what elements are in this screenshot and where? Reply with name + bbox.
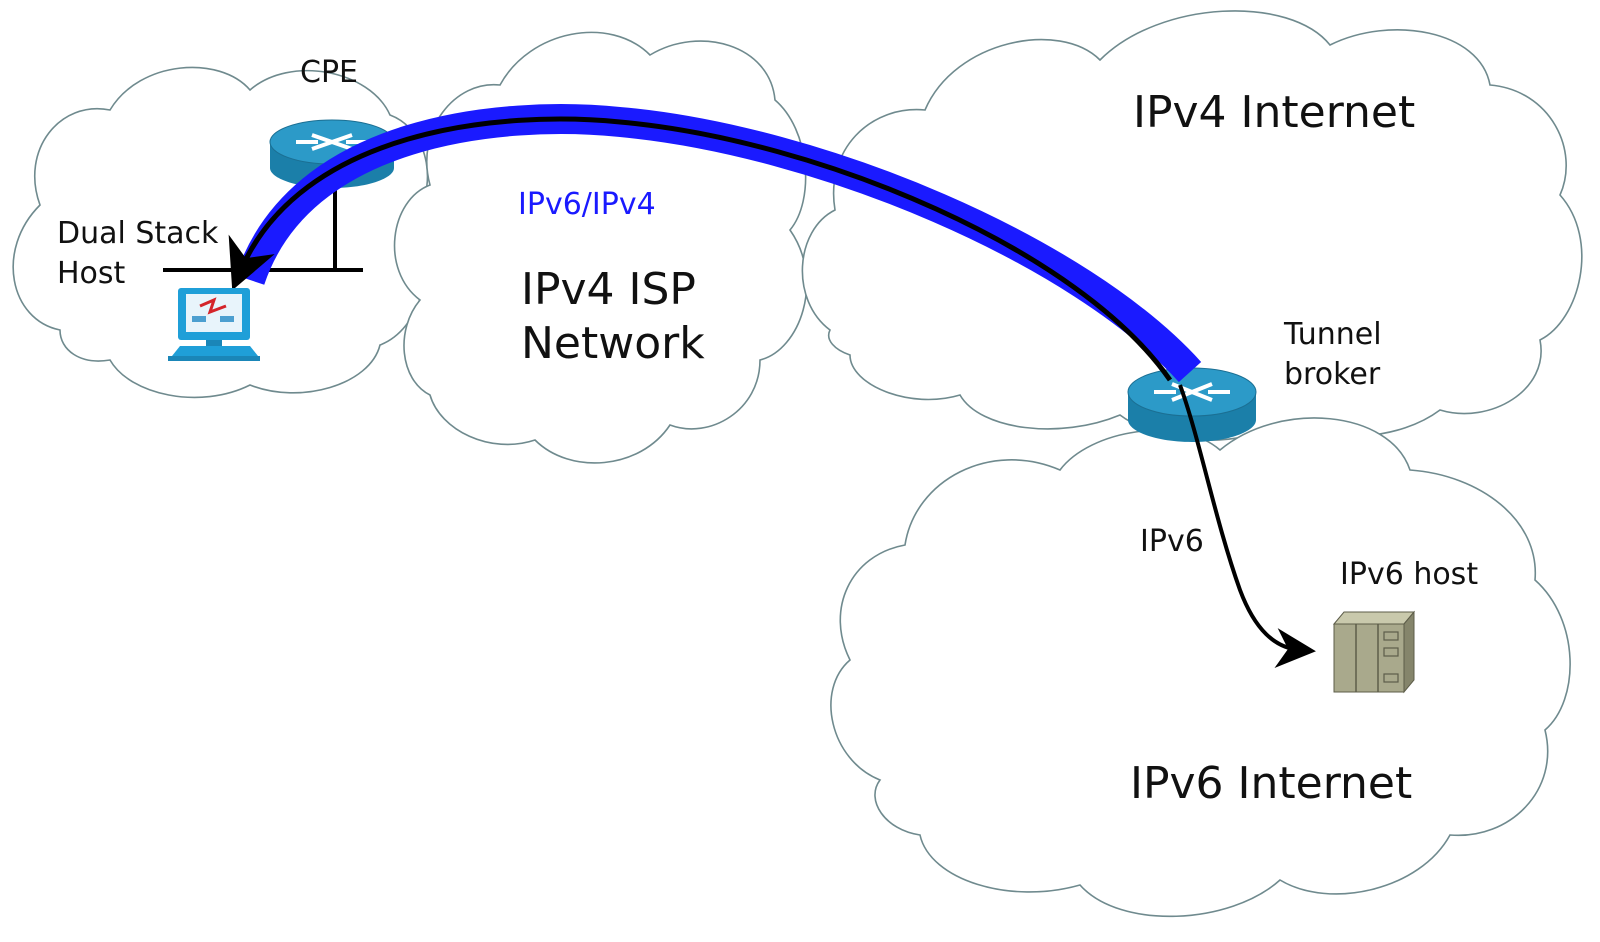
tunnel-protocol-label: IPv6/IPv4 <box>518 187 656 222</box>
dual-stack-host-label-line2: Host <box>57 256 126 291</box>
ipv6-host-server-icon <box>1332 610 1416 694</box>
ipv4-isp-cloud <box>393 31 808 464</box>
tunnel-broker-label-line2: broker <box>1284 357 1381 392</box>
ipv6-native-arrow <box>1178 384 1316 669</box>
dual-stack-host-computer-icon <box>168 288 260 361</box>
broker-router-icon <box>1127 367 1257 442</box>
ipv4-isp-label-line1: IPv4 ISP <box>521 264 696 315</box>
ipv6-internet-label: IPv6 Internet <box>1130 758 1412 809</box>
ipv6-link-label: IPv6 <box>1140 524 1204 559</box>
dual-stack-host-label-line1: Dual Stack <box>57 216 219 251</box>
ipv4-internet-label: IPv4 Internet <box>1133 87 1415 138</box>
ipv4-internet-cloud <box>801 10 1583 441</box>
ipv6-host-label: IPv6 host <box>1340 557 1478 592</box>
tunnel-traffic-arrow <box>228 116 1173 382</box>
ipv6-internet-cloud <box>830 417 1571 918</box>
cpe-label: CPE <box>300 55 358 90</box>
ipv4-isp-label-line2: Network <box>521 318 705 369</box>
tunnel-broker-label-line1: Tunnel <box>1283 317 1382 352</box>
